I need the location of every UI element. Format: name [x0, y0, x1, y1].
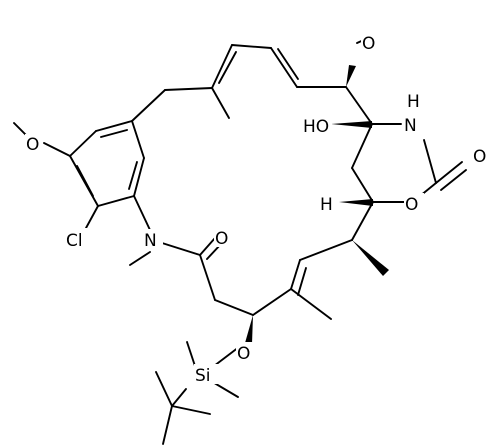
- atom-label-o-silyl-ether: O: [237, 344, 250, 364]
- atom-label-h-stereo: H: [320, 195, 333, 215]
- atom-label-o-amide: O: [215, 229, 228, 249]
- atom-label-n-amide: N: [144, 231, 157, 251]
- atom-label-o-carbonyl: O: [473, 147, 486, 167]
- wedge-bonds: [245, 65, 389, 344]
- atom-label-o-ring: O: [405, 195, 418, 215]
- atom-label-n-carbamate: N: [404, 116, 417, 136]
- atom-labels: O Cl N O O O Si HO N H O O H: [25, 32, 492, 386]
- atom-label-o-methoxy-aryl: O: [26, 135, 39, 155]
- bond-lines: [13, 33, 467, 445]
- atom-label-h-on-n: H: [407, 92, 420, 112]
- atom-label-si: Si: [195, 366, 211, 386]
- atom-label-hydroxyl: HO: [303, 117, 329, 137]
- atom-label-o-methoxy: O: [362, 34, 375, 54]
- atom-label-cl: Cl: [66, 231, 83, 251]
